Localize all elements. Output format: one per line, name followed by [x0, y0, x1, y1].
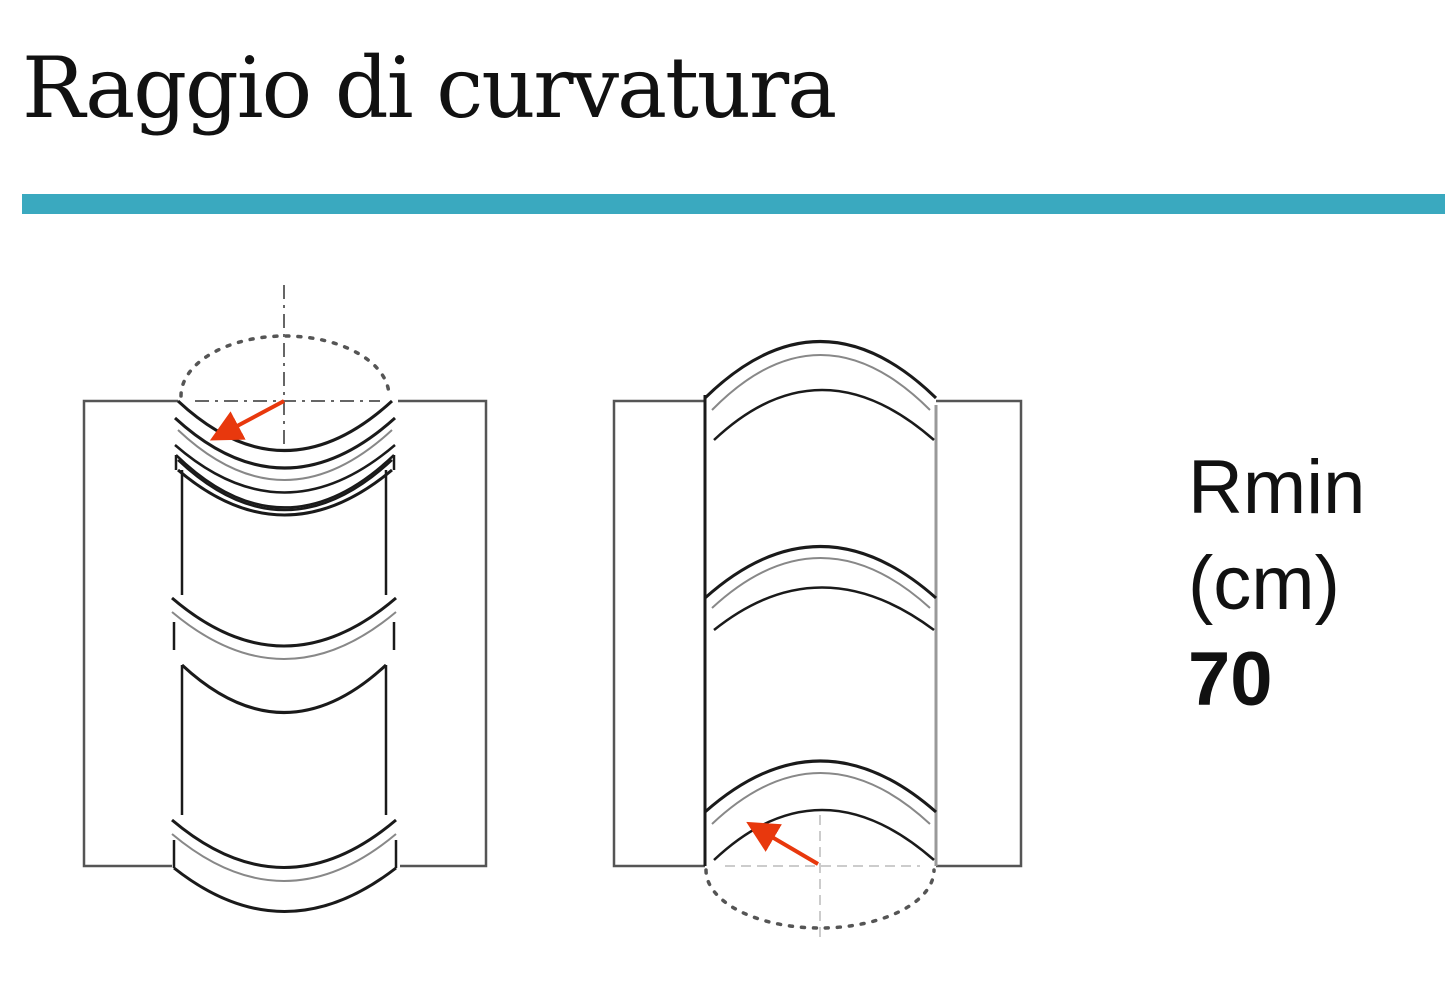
spec-label-line2: (cm)	[1188, 541, 1340, 626]
spec-value: 70	[1188, 637, 1273, 722]
concave-bend-figure	[612, 340, 1023, 940]
convex-bend-figure	[82, 285, 488, 913]
accent-divider	[22, 194, 1445, 214]
page-title: Raggio di curvatura	[22, 39, 837, 137]
spec-label-line1: Rmin	[1188, 445, 1366, 530]
min-radius-spec: Rmin (cm) 70	[1188, 440, 1365, 728]
